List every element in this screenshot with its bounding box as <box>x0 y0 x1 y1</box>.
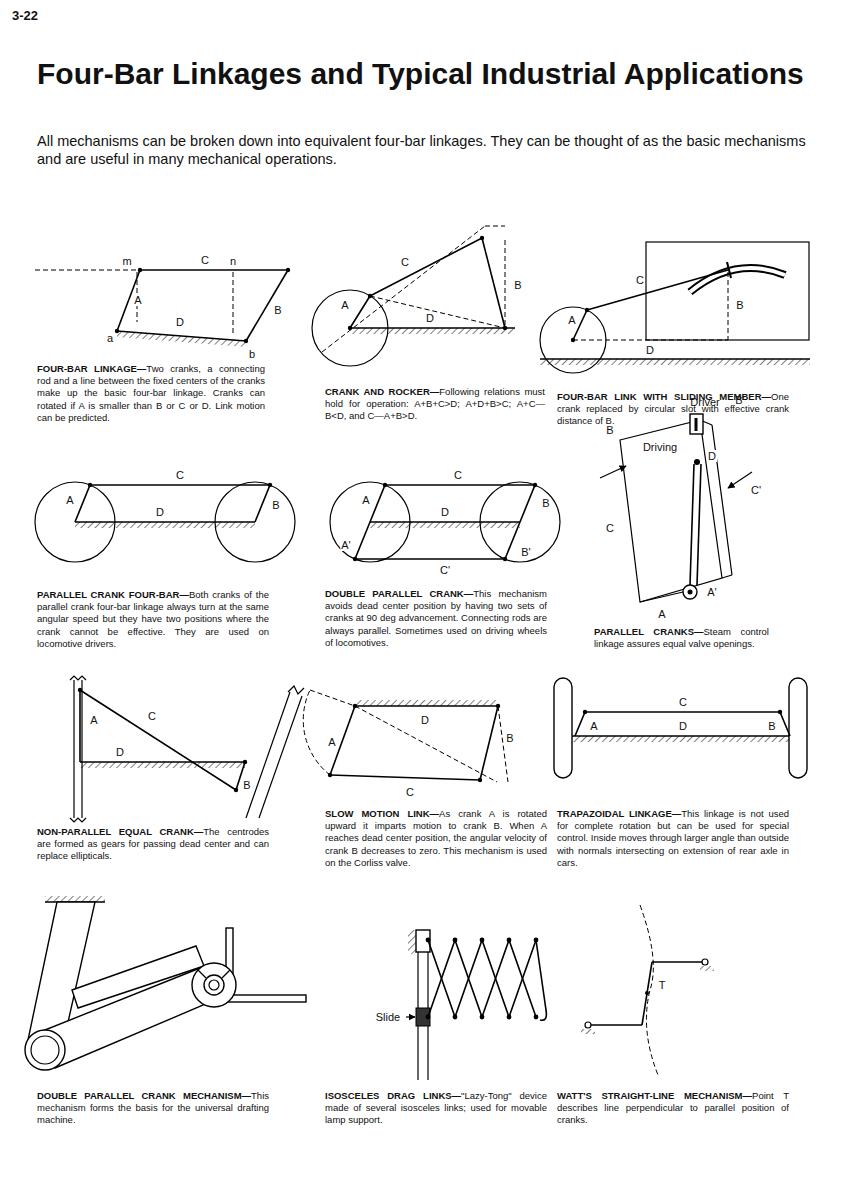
lazy-tong-figure <box>406 930 546 1080</box>
part-letter: B' <box>520 546 531 558</box>
part-letter: C' <box>750 484 762 496</box>
caption-heading: PARALLEL CRANKS— <box>594 626 703 637</box>
part-letter: D <box>707 450 717 462</box>
part-letter: C <box>147 710 157 722</box>
caption-block: SLOW MOTION LINK—As crank A is rotated u… <box>325 808 547 869</box>
four-bar-figure <box>35 268 290 347</box>
caption-block: FOUR-BAR LINKAGE—Two cranks, a connectin… <box>37 363 265 424</box>
caption-block: TRAPAZOIDAL LINKAGE—This linkage is not … <box>557 808 789 869</box>
part-letter: B <box>242 779 251 791</box>
part-letter: C <box>200 254 210 266</box>
part-letter: A <box>340 299 349 311</box>
caption-heading: DOUBLE PARALLEL CRANK MECHANISM— <box>37 1090 251 1101</box>
part-letter: B <box>271 499 280 511</box>
caption-heading: PARALLEL CRANK FOUR-BAR— <box>37 589 189 600</box>
double-parallel-crank-figure <box>330 482 560 562</box>
caption-block: DOUBLE PARALLEL CRANK MECHANISM—This mec… <box>37 1090 269 1127</box>
caption-heading: NON-PARALLEL EQUAL CRANK— <box>37 826 203 837</box>
part-letter: A <box>89 714 98 726</box>
page-title: Four-Bar Linkages and Typical Industrial… <box>37 56 837 92</box>
part-letter: D <box>440 506 450 518</box>
part-letter: B <box>505 732 514 744</box>
part-letter: A <box>65 494 74 506</box>
parallel-crank-figure <box>35 482 295 562</box>
part-letter: D <box>175 316 185 328</box>
part-letter: A' <box>340 539 351 551</box>
part-letter: B <box>767 720 776 732</box>
caption-heading: CRANK AND ROCKER— <box>325 386 439 397</box>
part-letter: T <box>658 979 667 991</box>
part-letter: C <box>453 469 463 481</box>
part-letter: A <box>327 736 336 748</box>
part-letter: A <box>133 294 142 306</box>
part-letter: B <box>541 497 550 509</box>
part-letter: D <box>678 720 688 732</box>
steam-control-figure <box>600 414 752 602</box>
caption-heading: WATT'S STRAIGHT-LINE MECHANISM— <box>557 1090 752 1101</box>
caption-heading: TRAPAZOIDAL LINKAGE— <box>557 808 681 819</box>
intro-text: All mechanisms can be broken down into e… <box>37 132 827 168</box>
part-letter: a <box>106 332 114 344</box>
drafting-machine-figure <box>25 896 306 1070</box>
part-letter: b <box>248 348 256 360</box>
part-letter: B <box>513 279 522 291</box>
part-letter: D <box>420 714 430 726</box>
caption-heading: ISOSCELES DRAG LINKS— <box>325 1090 461 1101</box>
caption-block: CRANK AND ROCKER—Following relations mus… <box>325 386 545 423</box>
part-letter: n <box>229 255 237 267</box>
caption-block: DOUBLE PARALLEL CRANK—This mechanism avo… <box>325 588 547 649</box>
caption-block: NON-PARALLEL EQUAL CRANK—The centrodes a… <box>37 826 269 863</box>
caption-heading: SLOW MOTION LINK— <box>325 808 439 819</box>
caption-block: FOUR-BAR LINK WITH SLIDING MEMBER—One cr… <box>557 391 789 428</box>
part-letter: A <box>361 494 370 506</box>
caption-block: ISOSCELES DRAG LINKS—"Lazy-Tong" device … <box>325 1090 547 1127</box>
part-letter: Slide <box>375 1011 401 1023</box>
caption-block: PARALLEL CRANKS—Steam control linkage as… <box>594 626 769 650</box>
part-letter: D <box>425 312 435 324</box>
part-letter: B <box>273 304 282 316</box>
part-letter: D <box>645 344 655 356</box>
part-letter: B <box>735 299 744 311</box>
watt-linkage-figure <box>581 905 714 1075</box>
part-letter: D <box>115 746 125 758</box>
part-letter: A <box>657 608 666 620</box>
slow-motion-figure <box>303 690 508 782</box>
trapezoidal-figure <box>554 678 807 778</box>
non-parallel-crank-figure <box>70 676 304 822</box>
part-letter: A <box>589 720 598 732</box>
part-letter: D <box>155 506 165 518</box>
part-letter: C <box>175 469 185 481</box>
caption-block: WATT'S STRAIGHT-LINE MECHANISM—Point T d… <box>557 1090 789 1127</box>
part-letter: C' <box>439 564 451 576</box>
caption-heading: FOUR-BAR LINKAGE— <box>37 363 146 374</box>
part-letter: C <box>400 256 410 268</box>
part-letter: C <box>635 274 645 286</box>
caption-block: PARALLEL CRANK FOUR-BAR—Both cranks of t… <box>37 589 269 650</box>
part-letter: C <box>605 522 615 534</box>
part-letter: A' <box>706 586 717 598</box>
caption-heading: FOUR-BAR LINK WITH SLIDING MEMBER— <box>557 391 771 402</box>
part-letter: Driving <box>642 441 678 453</box>
part-letter: C <box>405 786 415 798</box>
part-letter: C <box>678 696 688 708</box>
part-letter: m <box>121 255 132 267</box>
sliding-member-figure <box>540 242 810 373</box>
crank-rocker-figure <box>312 226 515 366</box>
caption-heading: DOUBLE PARALLEL CRANK— <box>325 588 473 599</box>
part-letter: A <box>567 314 576 326</box>
page-number: 3-22 <box>12 8 112 24</box>
